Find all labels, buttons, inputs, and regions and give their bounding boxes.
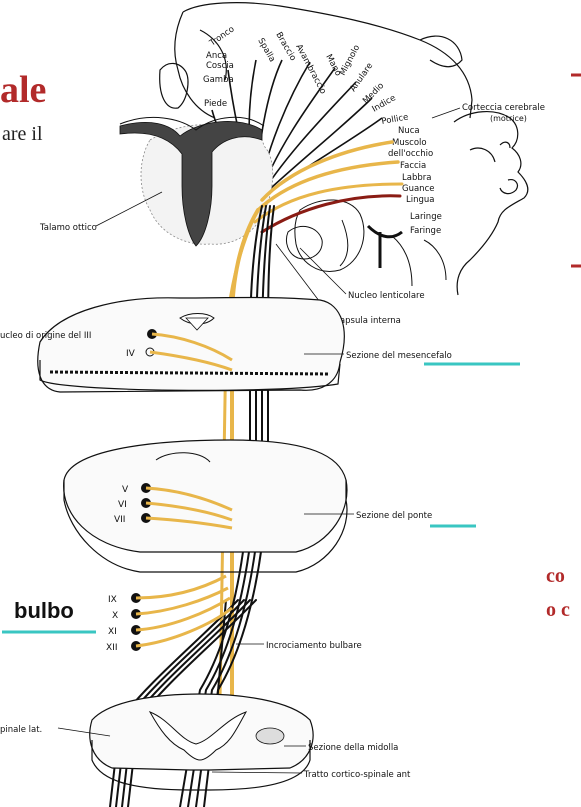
svg-text:Gamba: Gamba (203, 75, 234, 85)
nerve-XII-label: XII (106, 643, 117, 653)
svg-text:Muscolo: Muscolo (392, 138, 427, 148)
mesencefalo-label: Sezione del mesencefalo (346, 351, 452, 361)
svg-text:Anca: Anca (206, 51, 227, 61)
nerve-V-label: V (122, 485, 129, 495)
nucleo-III-label: ucleo di origine del III (0, 331, 91, 341)
svg-text:Faringe: Faringe (410, 226, 441, 236)
bulbo-nerve-paths (136, 576, 232, 646)
svg-text:Faccia: Faccia (400, 161, 426, 171)
right-fragment-2: o c (546, 599, 570, 621)
slide-title-fragment: ale (0, 69, 46, 111)
nucleo-lenticolare-label: Nucleo lenticolare (348, 291, 425, 301)
lenticolare-leader (300, 248, 346, 294)
nerve-X-label: X (112, 611, 118, 621)
cortex-sublabel: (motrice) (490, 114, 527, 123)
midolla-section (90, 694, 313, 790)
svg-text:Labbra: Labbra (402, 173, 431, 183)
spinale-lat-label: pinale lat. (0, 725, 42, 735)
ponte-section (64, 440, 347, 572)
mesencefalo-section (38, 298, 344, 393)
svg-text:Laringe: Laringe (410, 212, 442, 222)
svg-text:Coscia: Coscia (206, 61, 234, 71)
svg-text:Lingua: Lingua (406, 195, 434, 205)
nerve-IX-label: IX (108, 595, 117, 605)
head-profile (454, 112, 528, 295)
nerve-VI-label: VI (118, 500, 127, 510)
svg-text:Piede: Piede (204, 99, 227, 109)
svg-text:Guance: Guance (402, 184, 434, 194)
ponte-label: Sezione del ponte (356, 511, 432, 521)
svg-text:Avambraccio: Avambraccio (293, 43, 328, 96)
cortex-label: Corteccia cerebrale (462, 103, 545, 113)
bulbo-highlight-label: bulbo (14, 598, 74, 623)
bulbo-nerve-dots (131, 593, 141, 651)
nerve-IV-label: IV (126, 349, 136, 359)
svg-text:Tronco: Tronco (207, 24, 236, 49)
midolla-label: Sezione della midolla (308, 743, 398, 753)
nerve-XI-label: XI (108, 627, 117, 637)
talamo-label: Talamo ottico (39, 223, 97, 233)
head-labels: Nuca Muscolo dell'occhio Faccia Labbra G… (388, 126, 442, 236)
svg-text:Spalla: Spalla (255, 37, 277, 64)
cortex-leader (432, 108, 460, 118)
nerve-VII-label: VII (114, 515, 125, 525)
svg-text:Nuca: Nuca (398, 126, 420, 136)
svg-text:Pollice: Pollice (381, 112, 409, 127)
right-fragment-1: co (546, 565, 565, 587)
tratto-ant-leader (212, 772, 302, 773)
incrociamento-label: Incrociamento bulbare (266, 641, 362, 651)
capsula-label: Capsula interna (334, 316, 401, 326)
tratto-ant-label: Tratto cortico-spinale ant (303, 770, 411, 780)
slide-subtitle-fragment: are il (2, 123, 43, 145)
svg-text:dell'occhio: dell'occhio (388, 149, 433, 159)
